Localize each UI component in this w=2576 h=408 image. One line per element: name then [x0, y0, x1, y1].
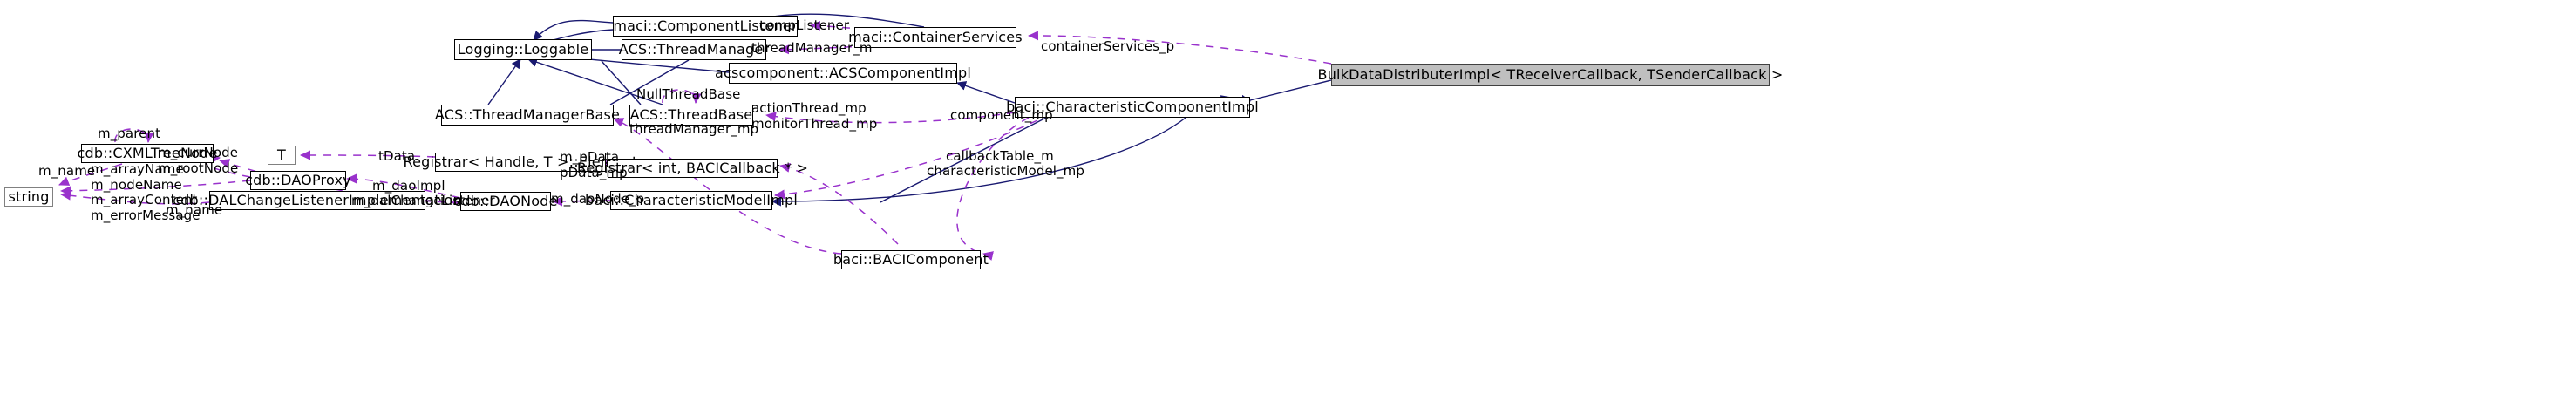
edge-charcompimpl-bulkdata [1249, 79, 1332, 101]
class-node-registrarElement[interactable]: Registrar< Handle, T >::Element [404, 153, 637, 172]
class-node-label: T [277, 146, 286, 163]
class-node-containerServices[interactable]: maci::ContainerServices [848, 27, 1023, 48]
edge-label-m_pData_lbl: m_pData pData_mp [560, 149, 628, 180]
class-node-threadManagerBase[interactable]: ACS::ThreadManagerBase [435, 105, 620, 126]
class-node-charModelImpl[interactable]: baci::CharacteristicModelImpl [585, 191, 798, 210]
class-node-label: ACS::ThreadManager [618, 41, 770, 58]
class-node-threadManager[interactable]: ACS::ThreadManager [618, 39, 770, 60]
class-node-label: ACS::ThreadManagerBase [434, 106, 621, 123]
class-node-acsComponentImpl[interactable]: acscomponent::ACSComponentImpl [715, 63, 971, 84]
class-node-label: baci::BACIComponent [833, 251, 989, 268]
class-node-string[interactable]: string [4, 187, 53, 207]
edge-label-m_parent_lbl: m_parent [98, 126, 161, 141]
class-node-label: Registrar< int, BACICallback * > [576, 160, 809, 176]
class-node-bulkDataDist[interactable]: BulkDataDistributerImpl< TReceiverCallba… [1318, 64, 1783, 86]
edge-loggable-componentlistener [533, 19, 614, 41]
class-node-label: maci::ComponentListener [613, 17, 798, 34]
edge-label-m_name_lbl2: m_name [166, 202, 223, 218]
class-node-dalChangeListener[interactable]: cdb::DALChangeListenerImplementation [173, 191, 462, 210]
class-node-tParam[interactable]: T [268, 146, 296, 165]
class-node-registrarCallback[interactable]: Registrar< int, BACICallback * > [577, 159, 808, 178]
edge-use-component-mp [956, 117, 1030, 261]
class-node-label: cdb::CXMLTreeNode [77, 145, 218, 161]
class-node-label: BulkDataDistributerImpl< TReceiverCallba… [1317, 66, 1784, 83]
class-node-charCompImpl[interactable]: baci::CharacteristicComponentImpl [1006, 97, 1259, 118]
edge-label-characteristicModel_lbl: characteristicModel_mp [927, 163, 1084, 179]
edge-label-m_name_lbl1: m_name [38, 163, 96, 179]
edge-label-containerServices_lbl: containerServices_p [1041, 38, 1175, 54]
edge-use-threadmanager-mp [613, 118, 842, 255]
edge-threadbase-up [601, 60, 642, 105]
edge-label-m_arrayName_lbl: m_arrayName m_nodeName m_arrayContent m_… [91, 161, 201, 224]
class-node-threadBase[interactable]: ACS::ThreadBase [629, 105, 753, 126]
edge-label-m_daoNode_p_lbl: m_daoNode_p [551, 191, 645, 207]
class-node-label: acscomponent::ACSComponentImpl [714, 65, 972, 81]
class-node-loggable[interactable]: Logging::Loggable [454, 39, 592, 60]
edge-label-m_currNode_lbl: m_currNode m_rootNode [158, 145, 239, 176]
class-node-label: string [8, 188, 50, 205]
edge-label-threadManager_mp_lbl: threadManager_mp [629, 121, 759, 137]
edge-label-actionThread_lbl: actionThread_mp monitorThread_mp [751, 100, 878, 132]
class-node-label: maci::ContainerServices [848, 29, 1023, 45]
edge-label-threadManager_m_lbl: threadManager_m [751, 40, 873, 56]
class-node-label: cdb::DAOProxy [245, 172, 351, 188]
class-node-compListener[interactable]: maci::ComponentListener [613, 16, 798, 37]
class-node-cxmlTreeNode[interactable]: cdb::CXMLTreeNode [77, 144, 217, 163]
class-node-label: cdb::DAONode [453, 193, 558, 209]
edge-label-m_daoImpl_lbl: m_daoImpl [372, 178, 445, 194]
edge-use-callbacktable [779, 163, 899, 245]
class-node-label: ACS::ThreadBase [629, 106, 753, 123]
edge-label-component_mp_lbl: component_mp [950, 107, 1053, 123]
edge-label-m_dalChangeListener_lbl: m_dalChangeListener [351, 193, 495, 208]
class-node-label: Logging::Loggable [457, 41, 589, 58]
class-node-label: baci::CharacteristicModelImpl [584, 192, 799, 208]
class-node-label: baci::CharacteristicComponentImpl [1006, 99, 1259, 115]
class-node-daoProxy[interactable]: cdb::DAOProxy [245, 171, 351, 190]
edge-loggable-threadmanagerbase [487, 58, 521, 105]
class-node-daoNode[interactable]: cdb::DAONode [453, 192, 557, 211]
edge-label-callbackTable_lbl: callbackTable_m [946, 148, 1054, 164]
edge-label-compListener_lbl: compListener [759, 17, 850, 33]
class-node-label: cdb::DALChangeListenerImplementation [173, 192, 462, 208]
edge-label-tData_lbl: tData [378, 148, 416, 164]
edge-label-nullThreadBase_lbl: NullThreadBase [636, 86, 741, 102]
class-node-baciComponent[interactable]: baci::BACIComponent [833, 250, 989, 269]
class-node-label: Registrar< Handle, T >::Element [403, 153, 638, 170]
